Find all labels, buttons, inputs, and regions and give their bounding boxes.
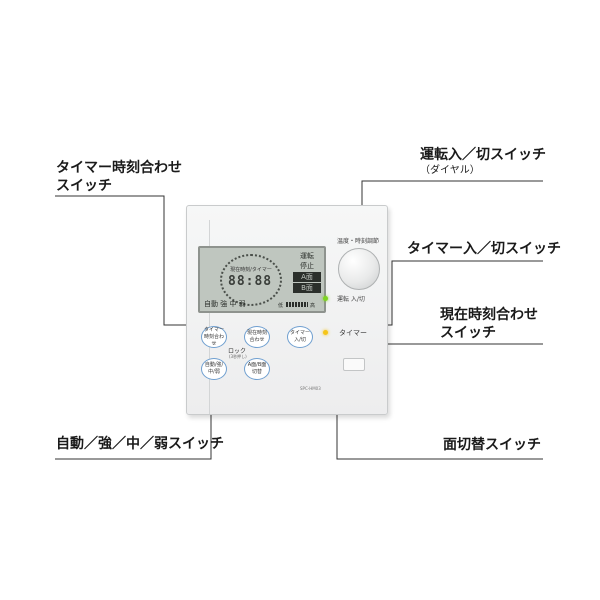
lcd-timer-ring xyxy=(220,254,282,306)
card-slot xyxy=(343,358,365,371)
callout-timer-toggle: タイマー入／切スイッチ xyxy=(407,241,561,257)
lcd-display: 現在時刻/タイマー 88:88 運転 停止 A面 B面 自動 強 中 弱 低 高 xyxy=(198,246,326,313)
lcd-status: 運転 停止 A面 B面 xyxy=(293,251,321,294)
callout-power-dial: 運転入／切スイッチ （ダイヤル） xyxy=(420,146,546,178)
lock-sub-label: (3秒押し) xyxy=(229,354,247,359)
lcd-status-run: 運転 xyxy=(300,252,314,260)
lcd-digits: 88:88 xyxy=(228,274,273,289)
lcd-status-a: A面 xyxy=(293,272,321,282)
timer-toggle-button[interactable]: タイマー入/切 xyxy=(287,326,313,348)
callout-power-dial-title: 運転入／切スイッチ xyxy=(420,147,546,163)
remote-controller: 現在時刻/タイマー 88:88 運転 停止 A面 B面 自動 強 中 弱 低 高… xyxy=(186,205,388,415)
model-number: SPC-HM03 xyxy=(300,386,321,391)
timer-led-label: タイマー xyxy=(339,329,367,337)
lock-label: ロック xyxy=(228,348,247,355)
lcd-center-text: 現在時刻/タイマー xyxy=(230,267,272,273)
callout-clock-set-line1: 現在時刻合わせ xyxy=(440,307,538,323)
clock-set-button[interactable]: 現在時刻合わせ xyxy=(244,326,270,348)
lcd-mode-text: 自動 強 中 弱 xyxy=(204,300,246,308)
callout-timer-set-line1: タイマー時刻合わせ xyxy=(56,160,182,176)
mode-button[interactable]: 自動/強/中/弱 xyxy=(201,358,227,380)
lcd-status-stop: 停止 xyxy=(300,262,314,270)
power-dial[interactable] xyxy=(338,248,380,290)
callout-timer-set-line2: スイッチ xyxy=(56,178,112,194)
lcd-lo: 低 xyxy=(278,303,284,309)
callout-mode: 自動／強／中／弱スイッチ xyxy=(56,436,224,452)
dial-sub-label: 運転 入/切 xyxy=(337,296,365,303)
callout-power-dial-sub: （ダイヤル） xyxy=(420,165,480,176)
run-indicator-led xyxy=(323,296,328,301)
face-switch-button[interactable]: A面/B面切替 xyxy=(244,358,270,380)
timer-set-button[interactable]: タイマー時刻合わせ xyxy=(201,326,227,348)
lcd-level-bar xyxy=(286,302,308,307)
lcd-status-b: B面 xyxy=(293,283,321,293)
callout-timer-set: タイマー時刻合わせ スイッチ xyxy=(56,159,182,195)
callout-face-switch: 面切替スイッチ xyxy=(443,437,541,453)
timer-indicator-led xyxy=(323,330,328,335)
callout-clock-set-line2: スイッチ xyxy=(440,325,496,341)
callout-clock-set: 現在時刻合わせ スイッチ xyxy=(440,306,538,342)
lcd-hi: 高 xyxy=(310,303,316,309)
panel-edge xyxy=(209,220,210,414)
dial-label: 温度・時刻調節 xyxy=(337,238,380,245)
